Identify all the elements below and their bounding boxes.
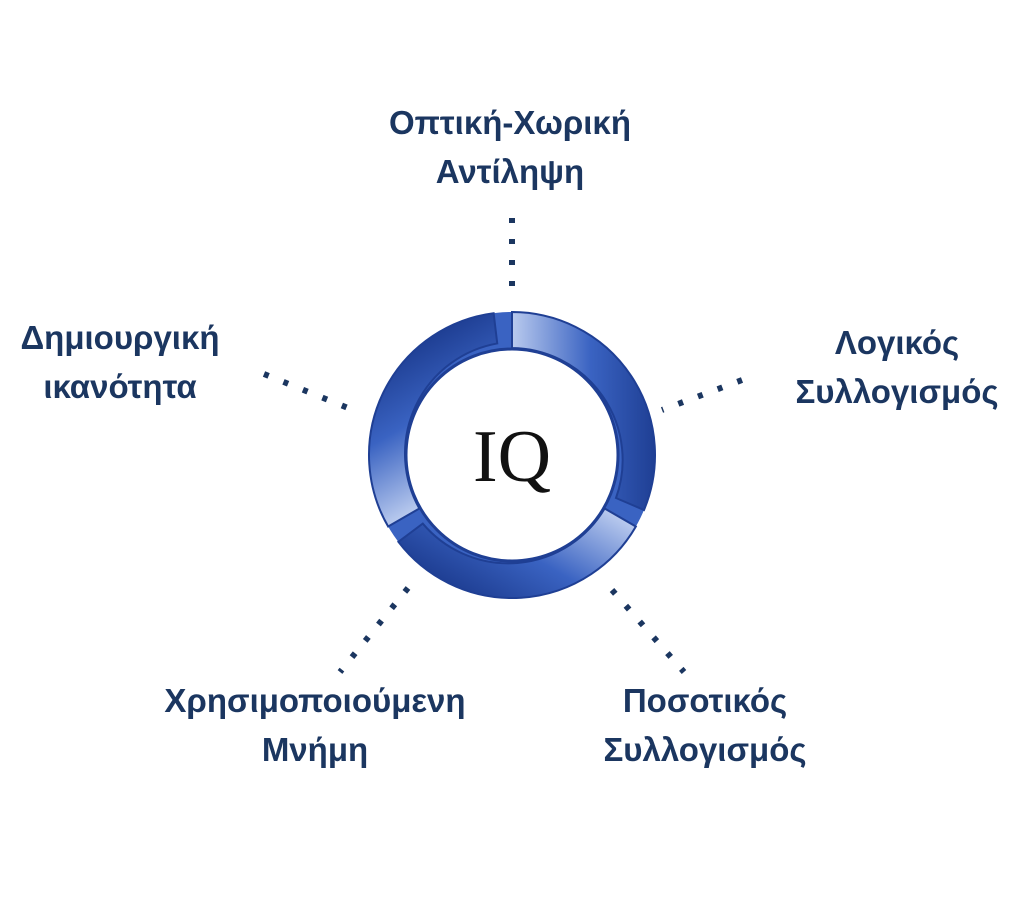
iq-center-label: IQ	[473, 416, 551, 498]
iq-ring-logo: IQ	[368, 310, 656, 599]
node-logical-line-1: Λογικός	[834, 324, 960, 361]
node-logical: Λογικός Συλλογισμός	[770, 318, 1024, 416]
node-creative-line-1: Δημιουργική	[20, 319, 220, 356]
connector-working-memory	[337, 586, 411, 674]
node-creative-line-2: ικανότητα	[43, 368, 197, 405]
node-visual-spatial-line-2: Αντίληψη	[435, 153, 585, 190]
node-logical-line-2: Συλλογισμός	[795, 373, 999, 410]
node-quantitative: Ποσοτικός Συλλογισμός	[560, 676, 850, 774]
ring-inner-outline	[404, 347, 620, 563]
connector-group	[262, 218, 744, 674]
node-working-memory-line-2: Μνήμη	[261, 731, 369, 768]
connector-creative	[262, 371, 350, 411]
node-visual-spatial: Οπτική-Χωρική Αντίληψη	[330, 98, 690, 196]
node-creative: Δημιουργική ικανότητα	[0, 313, 240, 411]
node-quantitative-line-1: Ποσοτικός	[622, 682, 788, 719]
node-working-memory: Χρησιμοποιούμενη Μνήμη	[120, 676, 510, 774]
node-visual-spatial-line-1: Οπτική-Χωρική	[389, 104, 631, 141]
ring-inner-edge	[408, 351, 616, 559]
connector-logical	[660, 377, 744, 413]
node-working-memory-line-1: Χρησιμοποιούμενη	[164, 682, 466, 719]
connector-quantitative	[609, 588, 687, 674]
node-quantitative-line-2: Συλλογισμός	[603, 731, 807, 768]
